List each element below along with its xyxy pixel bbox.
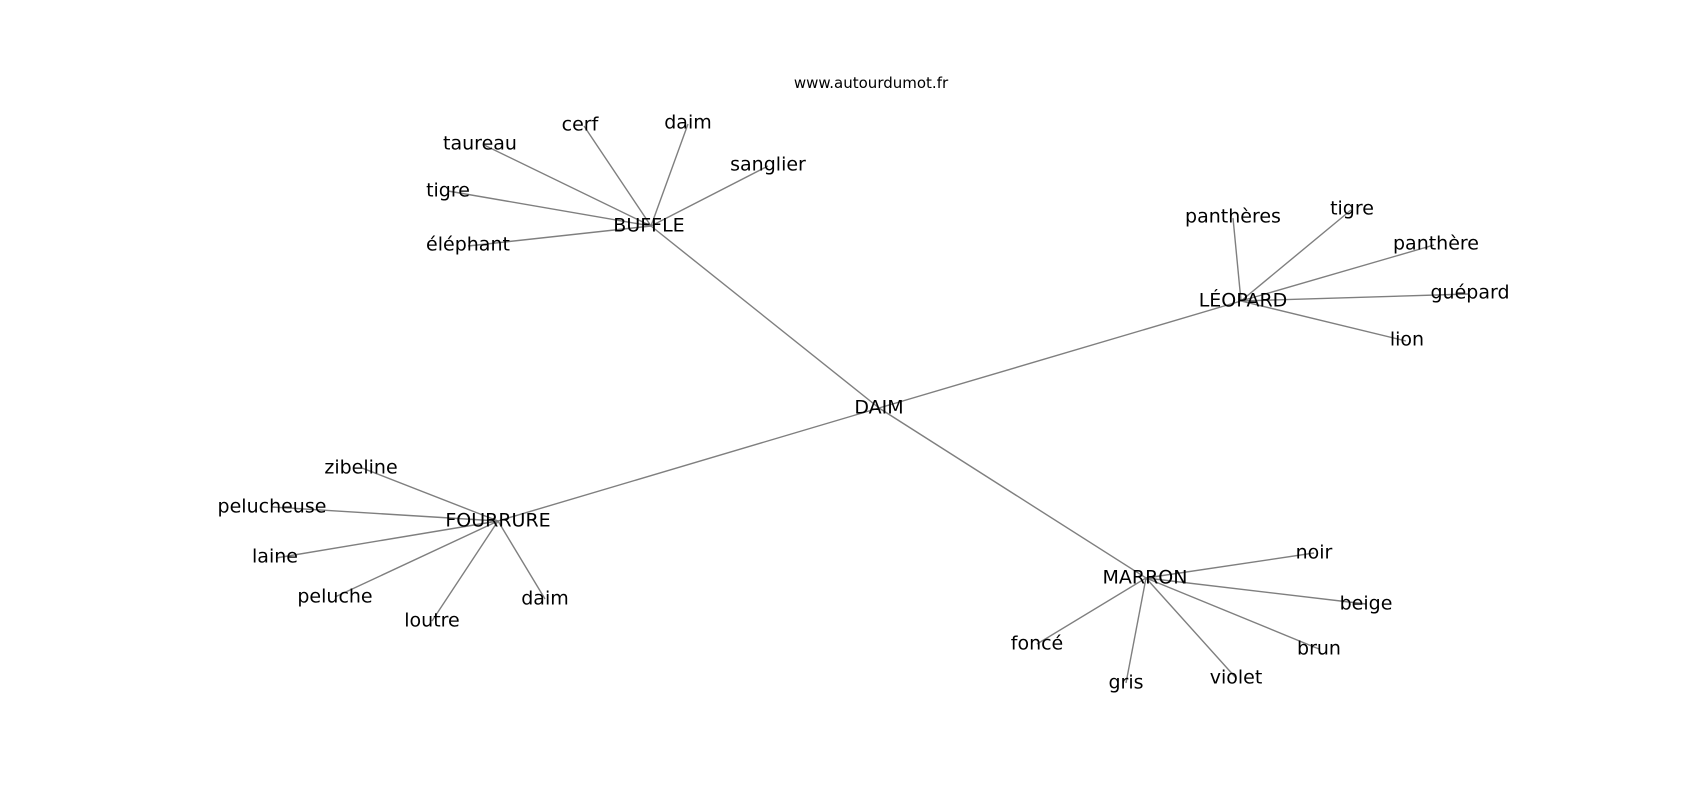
edge-buffle-cerf: [583, 125, 652, 227]
node-leaf: tigre: [426, 180, 470, 202]
node-leaf: daim: [521, 588, 569, 610]
edge-marron-fonce: [1036, 577, 1147, 645]
edge-leopard-tigre: [1240, 209, 1352, 302]
node-leaf: peluche: [297, 586, 372, 608]
node-leaf: taureau: [443, 133, 517, 155]
edge-fourrure-peluche: [334, 520, 499, 598]
edge-root-buffle: [650, 225, 880, 409]
node-hub-leopard: LÉOPARD: [1199, 289, 1288, 312]
edge-buffle-taureau: [483, 144, 652, 227]
node-leaf: gris: [1108, 672, 1143, 694]
edge-leopard-pantheres: [1232, 217, 1242, 302]
edge-buffle-sanglier: [650, 165, 769, 227]
edge-marron-violet: [1145, 577, 1237, 679]
node-hub-fourrure: FOURRURE: [445, 510, 550, 532]
edge-marron-beige: [1145, 577, 1367, 605]
node-leaf: cerf: [562, 114, 600, 136]
node-leaf: tigre: [1330, 198, 1374, 220]
node-leaf: laine: [252, 546, 298, 568]
edge-fourrure-zibeline: [361, 467, 499, 522]
edge-fourrure-laine: [275, 520, 499, 559]
node-leaf: sanglier: [730, 154, 806, 176]
edge-buffle-elephant: [467, 225, 652, 247]
edge-fourrure-pelucheuse: [271, 506, 499, 522]
node-hub-marron: MARRON: [1103, 567, 1188, 589]
edge-root-leopard: [878, 300, 1242, 409]
node-leaf: zibeline: [324, 457, 397, 479]
node-root: DAIM: [854, 397, 903, 419]
edge-fourrure-loutre: [431, 520, 499, 622]
node-leaf: beige: [1340, 593, 1393, 615]
node-leaf: foncé: [1011, 633, 1064, 655]
edge-leopard-panthere: [1240, 244, 1435, 302]
edge-root-fourrure: [497, 407, 880, 522]
node-leaf: guépard: [1430, 282, 1509, 304]
edge-buffle-tigre: [447, 190, 652, 227]
node-leaf: éléphant: [426, 234, 510, 256]
node-leaf: pelucheuse: [218, 496, 327, 518]
node-leaf: noir: [1296, 542, 1333, 564]
node-leaf: panthères: [1185, 206, 1281, 228]
edge-leopard-guepard: [1240, 293, 1470, 302]
node-leaf: lion: [1390, 329, 1424, 351]
node-leaf: violet: [1210, 667, 1263, 689]
edge-fourrure-daim: [497, 520, 546, 600]
node-leaf: brun: [1297, 638, 1341, 660]
edge-marron-gris: [1125, 577, 1147, 684]
node-hub-buffle: BUFFLE: [613, 215, 684, 237]
edge-root-marron: [878, 407, 1147, 579]
site-watermark: www.autourdumot.fr: [794, 74, 949, 92]
edge-marron-noir: [1145, 552, 1315, 579]
node-leaf: panthère: [1393, 233, 1479, 255]
node-leaf: daim: [664, 112, 712, 134]
edge-marron-brun: [1145, 577, 1320, 650]
edge-leopard-lion: [1240, 300, 1407, 342]
edge-buffle-daim: [650, 123, 689, 227]
node-leaf: loutre: [404, 610, 459, 632]
